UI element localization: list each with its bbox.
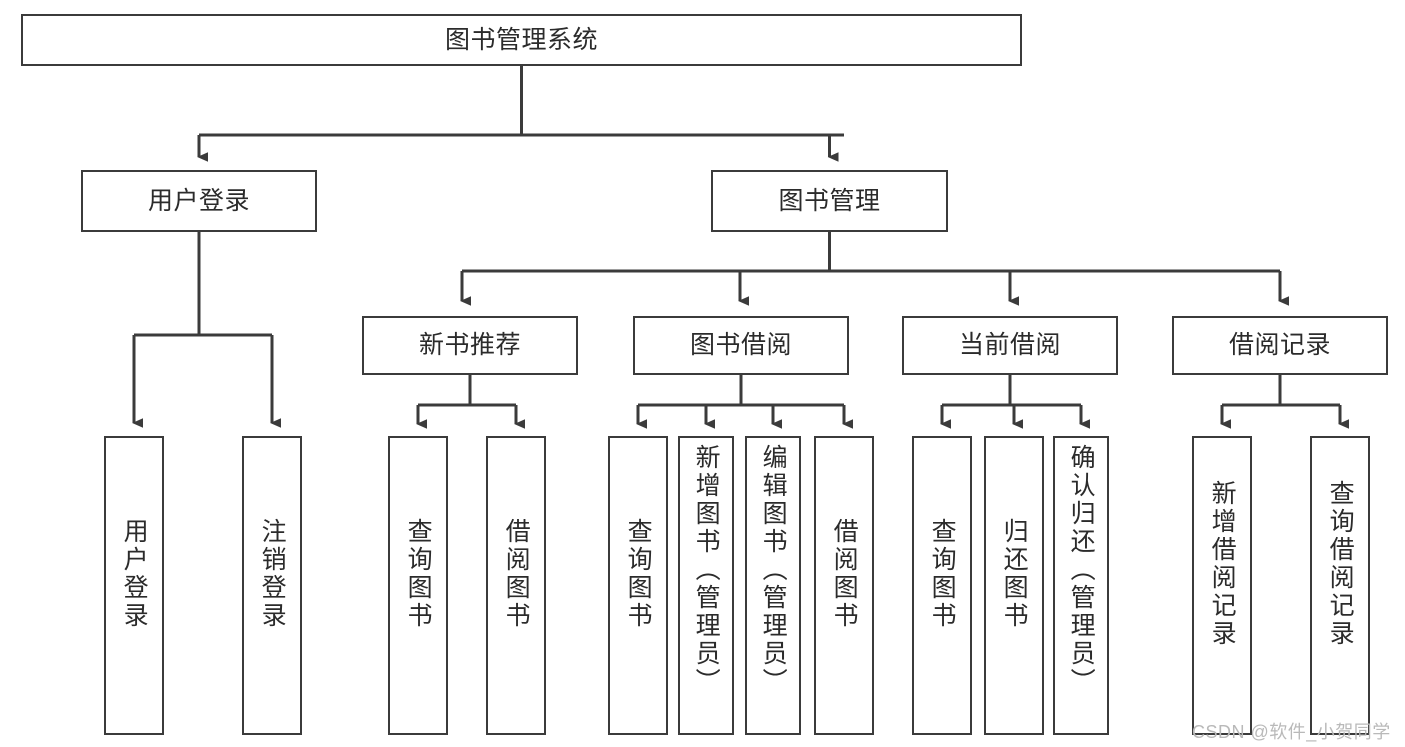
leaf-query-book-2-label: 查询图书 xyxy=(624,518,653,630)
leaf-borrow-book-2-label: 借阅图书 xyxy=(830,518,859,630)
node-book-borrow-label: 图书借阅 xyxy=(689,331,792,360)
leaf-confirm-return[interactable]: 确认归还（管理员） xyxy=(1053,436,1109,735)
leaf-add-record[interactable]: 新增借阅记录 xyxy=(1192,436,1252,735)
leaf-query-book-3-label: 查询图书 xyxy=(928,518,957,630)
node-borrow-record[interactable]: 借阅记录 xyxy=(1172,316,1388,375)
node-root-label: 图书管理系统 xyxy=(444,25,598,54)
node-new-book-rec-label: 新书推荐 xyxy=(418,331,521,360)
leaf-return-book[interactable]: 归还图书 xyxy=(984,436,1044,735)
node-current-borrow-label: 当前借阅 xyxy=(958,331,1061,360)
node-user-login-label: 用户登录 xyxy=(147,186,250,215)
csdn-watermark: CSDN @软件_小贺同学 xyxy=(1192,722,1391,742)
node-book-borrow[interactable]: 图书借阅 xyxy=(633,316,849,375)
node-book-manage-label: 图书管理 xyxy=(778,186,881,215)
leaf-user-login[interactable]: 用户登录 xyxy=(104,436,164,735)
node-book-manage[interactable]: 图书管理 xyxy=(711,170,948,232)
leaf-borrow-book-1-label: 借阅图书 xyxy=(502,518,531,630)
leaf-user-logout[interactable]: 注销登录 xyxy=(242,436,302,735)
leaf-edit-book[interactable]: 编辑图书（管理员） xyxy=(745,436,801,735)
leaf-user-logout-label: 注销登录 xyxy=(258,518,287,630)
leaf-query-book-1[interactable]: 查询图书 xyxy=(388,436,448,735)
leaf-user-login-label: 用户登录 xyxy=(120,518,149,630)
leaf-query-record[interactable]: 查询借阅记录 xyxy=(1310,436,1370,735)
node-new-book-rec[interactable]: 新书推荐 xyxy=(362,316,578,375)
node-root[interactable]: 图书管理系统 xyxy=(21,14,1022,66)
leaf-edit-book-label: 编辑图书（管理员） xyxy=(759,444,788,696)
leaf-add-book-label: 新增图书（管理员） xyxy=(692,444,721,696)
node-user-login[interactable]: 用户登录 xyxy=(81,170,317,232)
node-borrow-record-label: 借阅记录 xyxy=(1228,331,1331,360)
leaf-borrow-book-2[interactable]: 借阅图书 xyxy=(814,436,874,735)
leaf-confirm-return-label: 确认归还（管理员） xyxy=(1067,444,1096,696)
leaf-query-book-3[interactable]: 查询图书 xyxy=(912,436,972,735)
leaf-return-book-label: 归还图书 xyxy=(1000,518,1029,630)
leaf-query-record-label: 查询借阅记录 xyxy=(1326,480,1355,648)
node-current-borrow[interactable]: 当前借阅 xyxy=(902,316,1118,375)
leaf-add-book[interactable]: 新增图书（管理员） xyxy=(678,436,734,735)
leaf-borrow-book-1[interactable]: 借阅图书 xyxy=(486,436,546,735)
leaf-query-book-2[interactable]: 查询图书 xyxy=(608,436,668,735)
leaf-query-book-1-label: 查询图书 xyxy=(404,518,433,630)
leaf-add-record-label: 新增借阅记录 xyxy=(1208,480,1237,648)
